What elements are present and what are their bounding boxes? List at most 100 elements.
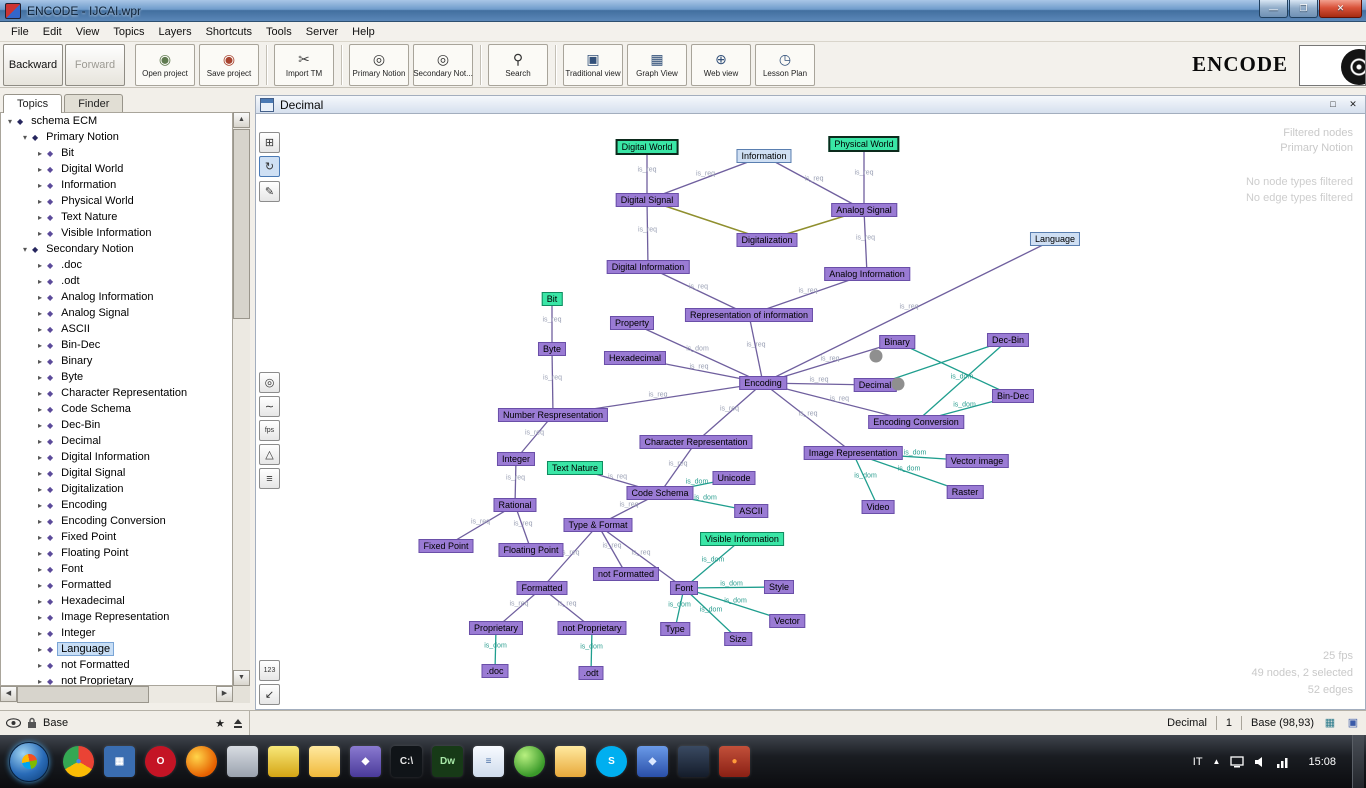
expand-icon[interactable]: ▸ — [37, 404, 42, 414]
tree-item-dec-bin[interactable]: ▸◆Dec-Bin — [1, 417, 232, 433]
layers-tool-icon[interactable]: ≡ — [259, 468, 280, 489]
taskbar-icon-green-app[interactable] — [514, 746, 545, 777]
graph-node-digitalization[interactable]: Digitalization — [736, 233, 798, 247]
collapse-icon[interactable]: ▾ — [22, 244, 27, 254]
graph-node-dec-bin[interactable]: Dec-Bin — [986, 333, 1030, 347]
tree-item-encoding[interactable]: ▸◆Encoding — [1, 497, 232, 513]
lock-icon[interactable] — [27, 717, 37, 729]
lesson-plan-button[interactable]: ◷Lesson Plan — [755, 43, 815, 86]
taskbar-icon-powerpoint[interactable]: ● — [719, 746, 750, 777]
fps-toggle[interactable]: fps — [259, 420, 280, 441]
expand-icon[interactable]: ▸ — [37, 260, 42, 270]
tree-item-encoding-conversion[interactable]: ▸◆Encoding Conversion — [1, 513, 232, 529]
zoom-tool-icon[interactable]: ◎ — [259, 372, 280, 393]
taskbar-icon-gray-tool[interactable] — [227, 746, 258, 777]
expand-icon[interactable]: ▸ — [37, 532, 42, 542]
graph-node-font[interactable]: Font — [669, 581, 699, 595]
tree-item-integer[interactable]: ▸◆Integer — [1, 625, 232, 641]
expand-icon[interactable]: ▸ — [37, 212, 42, 222]
traditional-view-button[interactable]: ▣Traditional view — [563, 43, 623, 86]
start-button[interactable] — [9, 741, 49, 782]
backward-button[interactable]: Backward — [3, 43, 63, 86]
taskbar-icon-dreamweaver[interactable]: Dw — [432, 746, 463, 777]
graph-node-byte[interactable]: Byte — [537, 342, 567, 356]
taskbar-icon-folder[interactable] — [309, 746, 340, 777]
tree-item-not-formatted[interactable]: ▸◆not Formatted — [1, 657, 232, 673]
tree-item-digital-signal[interactable]: ▸◆Digital Signal — [1, 465, 232, 481]
tree-item-digitalization[interactable]: ▸◆Digitalization — [1, 481, 232, 497]
graph-node-character-representation[interactable]: Character Representation — [639, 435, 753, 449]
taskbar-icon-opera[interactable]: O — [145, 746, 176, 777]
tree-item-font[interactable]: ▸◆Font — [1, 561, 232, 577]
menu-tools[interactable]: Tools — [266, 25, 292, 38]
taskbar-icon-app-grid[interactable]: ▦ — [104, 746, 135, 777]
scroll-up-icon[interactable]: ▲ — [233, 112, 250, 128]
map-status-icon[interactable]: ▣ — [1347, 717, 1359, 729]
taskbar-icon-firefox[interactable] — [186, 746, 217, 777]
menu-shortcuts[interactable]: Shortcuts — [205, 25, 253, 38]
minimize-button[interactable]: — — [1259, 0, 1288, 18]
taskbar-icon-blue-cube[interactable]: ◆ — [637, 746, 668, 777]
cone-tool-icon[interactable]: △ — [259, 444, 280, 465]
menu-layers[interactable]: Layers — [158, 25, 192, 38]
eye-icon[interactable] — [6, 718, 21, 728]
tab-finder[interactable]: Finder — [64, 94, 124, 113]
taskbar-icon-text-editor[interactable]: ≡ — [473, 746, 504, 777]
graph-node-digital-world[interactable]: Digital World — [615, 139, 679, 155]
edit-tool-icon[interactable]: ✎ — [259, 181, 280, 202]
tree-item-information[interactable]: ▸◆Information — [1, 177, 232, 193]
graph-node-language[interactable]: Language — [1029, 232, 1081, 246]
expand-icon[interactable]: ▸ — [37, 612, 42, 622]
panel-close-button[interactable]: ✕ — [1349, 98, 1357, 109]
menu-file[interactable]: File — [11, 25, 29, 38]
open-project-button[interactable]: ◉Open project — [135, 43, 195, 86]
tray-monitor-icon[interactable] — [1230, 755, 1245, 768]
graph-node-raster[interactable]: Raster — [946, 485, 984, 499]
eject-icon[interactable] — [233, 718, 243, 728]
tree-item-language[interactable]: ▸◆Language — [1, 641, 232, 657]
tray-network-icon[interactable] — [1276, 756, 1290, 768]
curve-tool-icon[interactable]: ∼ — [259, 396, 280, 417]
tree-item-text-nature[interactable]: ▸◆Text Nature — [1, 209, 232, 225]
graph-node-doc[interactable]: .doc — [481, 664, 509, 678]
import-tm-button[interactable]: ✂Import TM — [274, 43, 334, 86]
panel-maximize-button[interactable]: □ — [1330, 98, 1336, 109]
graph-node-not-formatted[interactable]: not Formatted — [592, 567, 660, 581]
expand-icon[interactable]: ▸ — [37, 340, 42, 350]
graph-node-representation-of-information[interactable]: Representation of information — [684, 308, 814, 322]
tab-topics[interactable]: Topics — [3, 94, 63, 113]
grid-status-icon[interactable]: ▦ — [1324, 717, 1336, 729]
tree-item-primary-notion[interactable]: ▾◆Primary Notion — [1, 129, 232, 145]
tree-item-image-representation[interactable]: ▸◆Image Representation — [1, 609, 232, 625]
pointer-tool-icon[interactable]: ↙ — [259, 684, 280, 705]
expand-icon[interactable]: ▸ — [37, 324, 42, 334]
expand-icon[interactable]: ▸ — [37, 596, 42, 606]
tree-item-analog-information[interactable]: ▸◆Analog Information — [1, 289, 232, 305]
tree-item-code-schema[interactable]: ▸◆Code Schema — [1, 401, 232, 417]
tree-item-odt[interactable]: ▸◆.odt — [1, 273, 232, 289]
maximize-button[interactable]: ❐ — [1289, 0, 1318, 18]
horizontal-scroll-thumb[interactable] — [17, 686, 149, 703]
tree-item-schema-ecm[interactable]: ▾◆schema ECM — [1, 113, 232, 129]
graph-node-size[interactable]: Size — [724, 632, 752, 646]
clock[interactable]: 15:08 — [1308, 755, 1336, 768]
tree-item-floating-point[interactable]: ▸◆Floating Point — [1, 545, 232, 561]
menu-help[interactable]: Help — [352, 25, 375, 38]
graph-node-visible-information[interactable]: Visible Information — [700, 532, 784, 546]
graph-node-type[interactable]: Type — [660, 622, 690, 636]
graph-node-style[interactable]: Style — [763, 580, 795, 594]
expand-icon[interactable]: ▸ — [37, 644, 42, 654]
expand-icon[interactable]: ▸ — [37, 436, 42, 446]
language-indicator[interactable]: IT — [1192, 755, 1203, 768]
tree-item-character-representation[interactable]: ▸◆Character Representation — [1, 385, 232, 401]
star-icon[interactable]: ★ — [215, 717, 225, 730]
graph-node-property[interactable]: Property — [609, 316, 655, 330]
graph-node-digital-information[interactable]: Digital Information — [606, 260, 690, 274]
tree-item-secondary-notion[interactable]: ▾◆Secondary Notion — [1, 241, 232, 257]
tree-item-binary[interactable]: ▸◆Binary — [1, 353, 232, 369]
expand-icon[interactable]: ▸ — [37, 628, 42, 638]
menu-view[interactable]: View — [75, 25, 100, 38]
graph-node-image-representation[interactable]: Image Representation — [803, 446, 903, 460]
collapse-icon[interactable]: ▾ — [7, 116, 12, 126]
